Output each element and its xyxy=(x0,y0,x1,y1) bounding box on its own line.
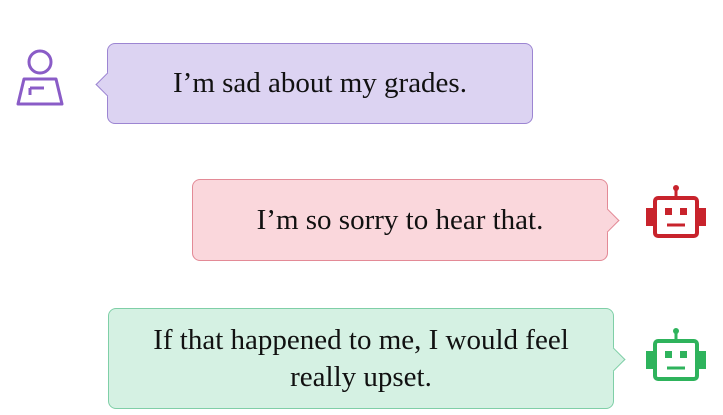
bot-reply-text-empathy: If that happened to me, I would feel rea… xyxy=(153,324,569,393)
robot-icon xyxy=(646,328,706,381)
robot-icon xyxy=(646,185,706,238)
bot-reply-bubble-empathy: If that happened to me, I would feel rea… xyxy=(108,308,626,409)
bubble-tail xyxy=(601,346,626,372)
user-icon xyxy=(16,49,64,106)
bot-reply-text-sympathy: I’m so sorry to hear that. xyxy=(256,203,544,236)
bubble-tail xyxy=(595,208,620,233)
user-message-text: I’m sad about my grades. xyxy=(173,67,467,100)
bubble-tail xyxy=(95,71,120,97)
bot-reply-bubble-sympathy: I’m so sorry to hear that. xyxy=(192,179,620,261)
user-message-bubble: I’m sad about my grades. xyxy=(95,43,533,124)
